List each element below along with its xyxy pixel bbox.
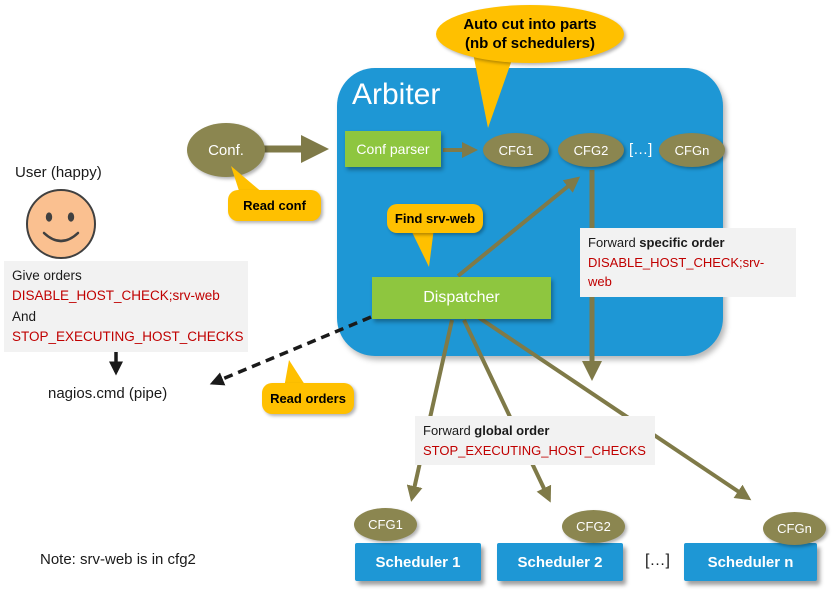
scheduler-1-box: Scheduler 1 <box>355 543 481 581</box>
scheduler-2-box: Scheduler 2 <box>497 543 623 581</box>
read-orders-callout: Read orders <box>262 383 354 414</box>
forward-specific-emphasis: specific order <box>639 235 725 250</box>
cfg1-ellipse: CFG1 <box>483 133 549 167</box>
forward-global-emphasis: global order <box>474 423 550 438</box>
give-orders-command2: STOP_EXECUTING_HOST_CHECKS <box>12 328 244 344</box>
arbiter-title: Arbiter <box>352 78 441 111</box>
user-label: User (happy) <box>15 164 102 181</box>
forward-global-command: STOP_EXECUTING_HOST_CHECKS <box>423 442 646 458</box>
read-conf-callout: Read conf <box>228 190 321 221</box>
scheduler-n-box: Scheduler n <box>684 543 817 581</box>
note-label: Note: srv-web is in cfg2 <box>40 551 196 568</box>
cfgn-scheduler-ellipse: CFGn <box>763 512 826 545</box>
cfg2-scheduler-ellipse: CFG2 <box>562 510 625 543</box>
cfg2-ellipse: CFG2 <box>558 133 624 167</box>
conf-ellipse: Conf. <box>187 123 265 177</box>
auto-cut-line2: (nb of schedulers) <box>464 35 595 52</box>
forward-global-order-note: Forward global order STOP_EXECUTING_HOST… <box>415 416 655 465</box>
cfg-ellipsis: […] <box>629 141 653 158</box>
forward-global-line: Forward global order <box>423 421 647 441</box>
dispatcher-box: Dispatcher <box>372 277 551 319</box>
smiley-right-eye <box>67 212 75 222</box>
scheduler-ellipsis: […] <box>645 552 670 569</box>
give-orders-line1: Give orders <box>12 268 82 283</box>
user-smiley-face <box>26 189 96 259</box>
forward-specific-line: Forward specific order <box>588 233 788 253</box>
forward-global-prefix: Forward <box>423 423 475 438</box>
pipe-label: nagios.cmd (pipe) <box>48 385 168 402</box>
give-orders-command1: DISABLE_HOST_CHECK;srv-web <box>12 288 220 304</box>
smiley-left-eye <box>45 212 53 222</box>
forward-specific-order-note: Forward specific order DISABLE_HOST_CHEC… <box>580 228 796 297</box>
forward-specific-prefix: Forward <box>588 235 640 250</box>
auto-cut-callout: Auto cut into parts (nb of schedulers) <box>436 5 624 63</box>
cfgn-ellipse: CFGn <box>659 133 725 167</box>
smiley-mouth <box>42 231 80 243</box>
cfg1-scheduler-ellipse: CFG1 <box>354 508 417 541</box>
forward-specific-command: DISABLE_HOST_CHECK;srv-web <box>588 254 765 290</box>
auto-cut-line1: Auto cut into parts <box>463 15 597 33</box>
give-orders-note: Give orders DISABLE_HOST_CHECK;srv-web A… <box>4 261 248 352</box>
give-orders-line2: And <box>12 308 37 324</box>
smiley-face-circle <box>26 189 96 259</box>
conf-parser-box: Conf parser <box>345 131 441 167</box>
find-srv-web-callout: Find srv-web <box>387 204 483 233</box>
